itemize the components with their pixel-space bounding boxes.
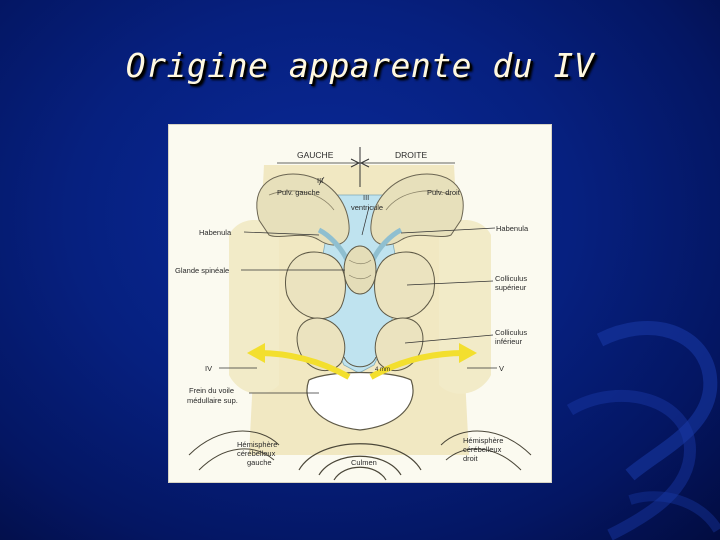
label-droite: DROITE <box>395 150 427 160</box>
label-habenula-left: Habenula <box>199 228 232 237</box>
label-hemi-g-1: Hémisphère <box>237 440 277 449</box>
label-iii: III <box>363 193 369 202</box>
label-habenula-right: Habenula <box>496 224 529 233</box>
slide-title: Origine apparente du IV <box>125 46 595 85</box>
background-swoosh-decoration <box>566 321 720 540</box>
brainstem-diagram: GAUCHE DROITE III Pulv. gauche Pulv. dro… <box>169 125 551 482</box>
label-pulv-gauche: Pulv. gauche <box>277 188 320 197</box>
label-glande: Glande spinéale <box>175 266 229 275</box>
left-habenula <box>317 227 350 262</box>
label-hemi-d-3: droit <box>463 454 479 463</box>
anatomy-figure: GAUCHE DROITE III Pulv. gauche Pulv. dro… <box>169 125 551 482</box>
left-nerve-arrowhead <box>247 343 265 363</box>
pineal-gland <box>343 245 377 295</box>
label-gauche: GAUCHE <box>297 150 334 160</box>
right-habenula <box>370 227 403 262</box>
label-scale: 4 mm <box>375 367 390 373</box>
label-frein-1: Frein du voile <box>189 386 234 395</box>
left-trochlear-nerve <box>258 350 351 380</box>
right-lateral-tissue <box>439 220 491 394</box>
label-coll-sup-1: Colliculus <box>495 274 527 283</box>
label-pulv-gauche-top: III <box>317 176 323 185</box>
label-iv-left: IV <box>205 364 212 373</box>
leader-lines <box>219 176 497 394</box>
label-hemi-g-3: gauche <box>247 458 272 467</box>
left-cerebellar-arcs <box>188 430 280 471</box>
label-culmen: Culmen <box>351 458 377 467</box>
label-pulv-droit: Pulv. droit <box>427 188 461 197</box>
superior-medullary-velum <box>306 371 414 431</box>
label-hemi-d-1: Hémisphère <box>463 436 503 445</box>
label-hemi-g-2: cérébelleux <box>237 449 276 458</box>
right-trochlear-nerve <box>369 350 466 380</box>
right-nerve-arrowhead <box>459 343 477 363</box>
label-coll-inf-1: Colliculus <box>495 328 527 337</box>
label-coll-sup-2: supérieur <box>495 283 527 292</box>
label-v-right: V <box>499 364 504 373</box>
label-ventricule: ventricule <box>351 203 383 212</box>
right-cerebellar-arcs <box>440 430 532 471</box>
culmen-arcs <box>298 443 422 481</box>
label-coll-inf-2: inférieur <box>495 337 523 346</box>
label-frein-2: médullaire sup. <box>187 396 238 405</box>
label-hemi-d-2: cérébelleux <box>463 445 502 454</box>
